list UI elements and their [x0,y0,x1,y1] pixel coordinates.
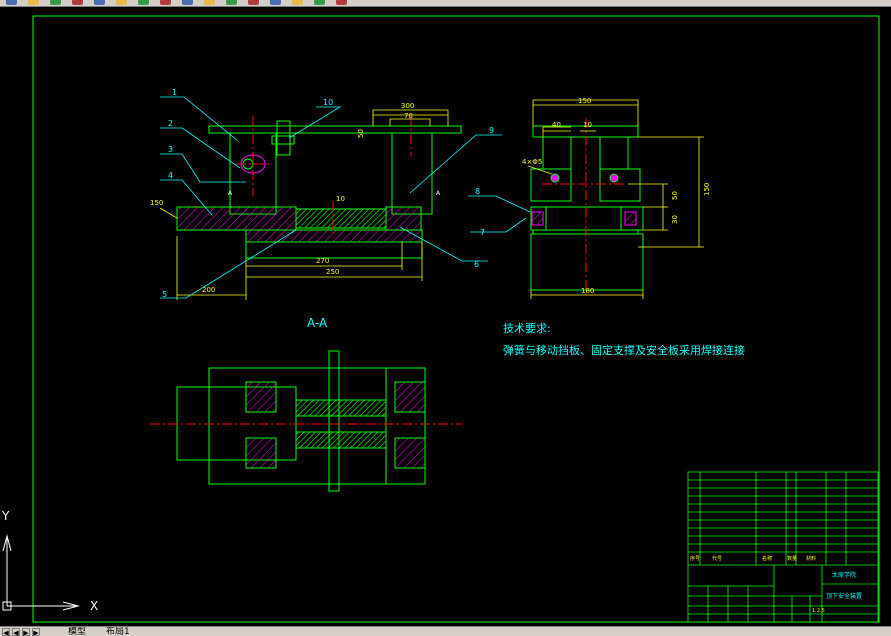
side-view [530,125,644,291]
dim-150-side-right: 150 [703,183,711,196]
part-number-2: 2 [168,119,173,128]
title-block-drawing-name: 顶下安全装置 [826,592,862,600]
side-dimensions [527,99,704,299]
standard-toolbar [0,0,891,7]
dim-150-front: 150 [150,199,163,207]
title-block-col-qty: 数量 [787,555,797,562]
section-label: A-A [307,316,328,330]
dim-4x5: 4×Φ5 [522,158,542,166]
tab-layout1[interactable]: 布局1 [106,627,130,636]
dim-50-side: 50 [671,191,679,200]
leaders [160,96,531,299]
part-number-8: 8 [475,187,480,196]
part-number-9: 9 [489,126,494,135]
ucs-icon [2,534,80,611]
front-dimensions [159,109,449,300]
part-number-1: 1 [172,88,177,97]
zoom-icon[interactable] [226,0,237,5]
part-number-4: 4 [168,171,173,180]
dim-250: 250 [326,268,339,276]
dim-70: 70 [404,112,413,120]
part-number-10: 10 [323,98,333,107]
layer-icon[interactable] [336,0,347,5]
drawing-canvas[interactable]: 300 70 50 270 250 200 10 150 1 2 3 4 5 6… [0,6,891,626]
undo-icon[interactable] [160,0,171,5]
part-number-7: 7 [480,228,485,237]
section-mark-right: A [436,190,441,197]
base-plate [176,206,297,231]
side-centerlines [542,118,625,296]
print-icon[interactable] [72,0,83,5]
title-block-col-name: 名称 [762,555,772,562]
ucs-x-label: X [90,599,98,613]
tool-palette-icon[interactable] [314,0,325,5]
open-icon[interactable] [28,0,39,5]
dim-150-side-top: 150 [578,97,591,105]
title-block-col-seq: 序号 [690,555,700,562]
section-view [176,350,426,492]
dim-180: 180 [581,287,594,295]
front-view [176,120,462,259]
redo-icon[interactable] [182,0,193,5]
dim-200: 200 [202,286,215,294]
design-center-icon[interactable] [292,0,303,5]
title-block [687,471,879,623]
tech-req-text: 弹簧与移动挡板、固定支撑及安全板采用焊接连接 [503,343,745,357]
layout-tab-bar: ◀ ◀ ▶ ▶ 模型 布局1 [0,626,891,636]
dim-50: 50 [357,129,365,138]
dim-10: 10 [336,195,345,203]
section-mark-left: A [228,190,233,197]
ucs-y-label: Y [1,509,10,523]
part-number-6: 6 [474,260,479,269]
part-number-3: 3 [168,145,173,154]
title-block-school: 太原学院 [832,571,856,579]
tech-req-title: 技术要求: [503,322,551,335]
pan-icon[interactable] [204,0,215,5]
dim-40: 40 [552,121,561,129]
save-icon[interactable] [50,0,61,5]
title-block-col-material: 材料 [806,555,816,562]
title-block-col-code: 代号 [712,555,722,562]
tab-model[interactable]: 模型 [68,627,87,636]
front-centerlines [236,116,412,238]
zoom-window-icon[interactable] [248,0,259,5]
spring [295,208,387,229]
dim-270: 270 [316,257,329,265]
copy-icon[interactable] [116,0,127,5]
dim-30: 30 [671,215,679,224]
properties-icon[interactable] [270,0,281,5]
paste-icon[interactable] [138,0,149,5]
title-block-scale: 1:2.5 [812,608,825,614]
new-icon[interactable] [6,0,17,5]
dim-10-side: 10 [583,121,592,129]
cut-icon[interactable] [94,0,105,5]
part-number-5: 5 [162,290,167,299]
dim-300: 300 [401,102,414,110]
drawing-frame [32,15,880,623]
